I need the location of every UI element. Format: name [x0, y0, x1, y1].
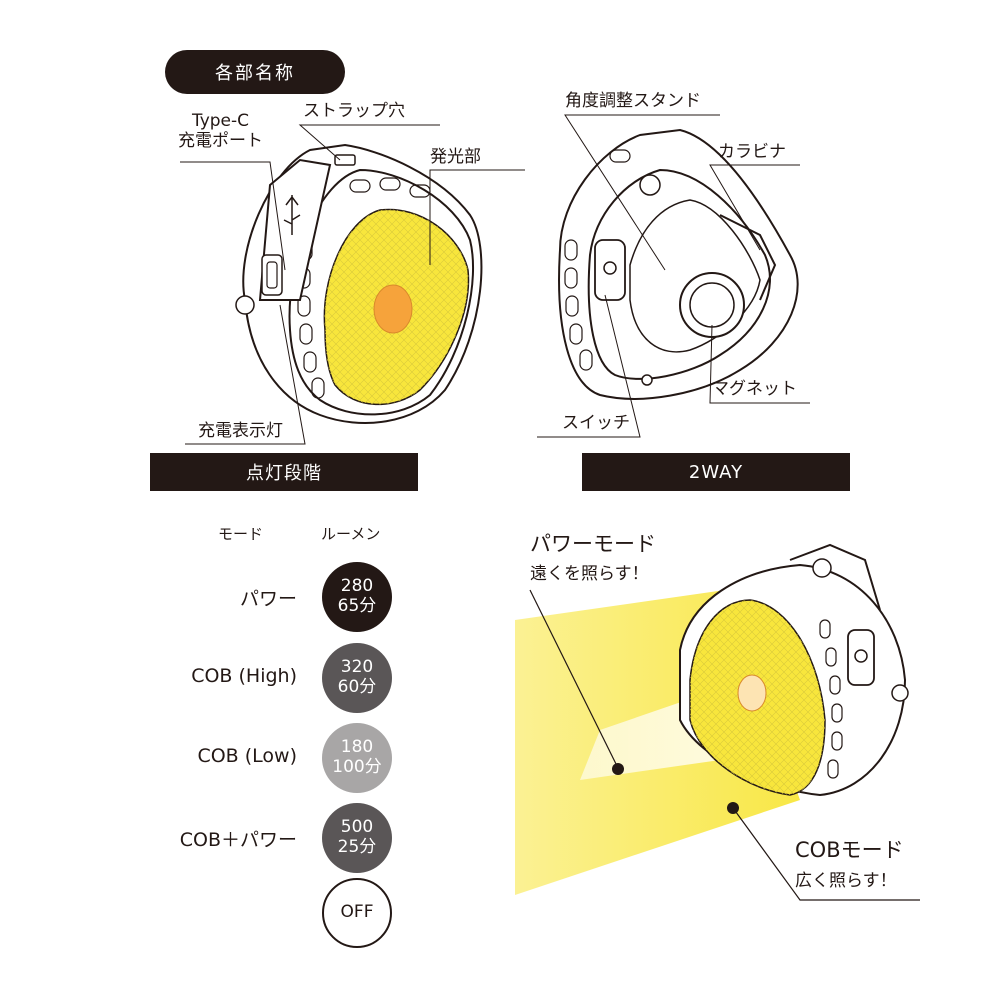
type-c-label-line2: 充電ポート	[178, 130, 263, 151]
lumen-value: 280	[340, 576, 374, 597]
mode-name: COB (Low)	[197, 745, 297, 767]
angle-stand-label: 角度調整スタンド	[565, 91, 701, 111]
lumen-column-header: ルーメン	[321, 525, 381, 543]
light-part-label: 発光部	[430, 147, 481, 167]
cob-mode-title: COBモード	[795, 838, 904, 862]
type-c-port-label: Type-C 充電ポート	[178, 111, 263, 151]
parts-title: 各部名称	[165, 50, 345, 94]
charge-indicator-label: 充電表示灯	[198, 421, 283, 441]
lumen-value: 500	[340, 817, 374, 838]
switch-label: スイッチ	[562, 413, 630, 433]
magnet-label: マグネット	[712, 379, 797, 399]
leader-lines-2way	[529, 589, 920, 901]
mode-column-header: モード	[218, 525, 264, 543]
power-mode-desc: 遠くを照らす！	[530, 564, 649, 584]
mode-name: パワー	[239, 588, 297, 610]
cob-mode-desc: 広く照らす！	[795, 871, 897, 891]
runtime-value: 100分	[332, 757, 382, 777]
off-circle: OFF	[322, 878, 392, 948]
power-mode-marker	[612, 763, 624, 775]
leader-lines-right	[537, 114, 810, 438]
lumen-value: 320	[340, 657, 374, 678]
runtime-value: 65分	[337, 596, 377, 616]
carabiner-label: カラビナ	[718, 142, 786, 162]
mode-name: COB (High)	[191, 665, 297, 687]
runtime-value: 60分	[337, 677, 377, 697]
lighting-levels-banner: 点灯段階	[150, 453, 418, 491]
leader-lines-left	[180, 124, 525, 445]
type-c-label-line1: Type-C	[191, 111, 250, 131]
runtime-value: 25分	[337, 837, 377, 857]
front-device-illustration	[235, 143, 483, 424]
cob-mode-marker	[727, 802, 739, 814]
power-mode-title: パワーモード	[530, 532, 656, 556]
beam-illustration	[515, 543, 909, 895]
mode-name: COB＋パワー	[179, 829, 297, 851]
back-device-illustration	[558, 128, 799, 400]
strap-hole-label: ストラップ穴	[303, 101, 405, 121]
lumen-value: 180	[340, 737, 374, 758]
off-label: OFF	[340, 902, 374, 923]
two-way-banner: 2WAY	[582, 453, 850, 491]
